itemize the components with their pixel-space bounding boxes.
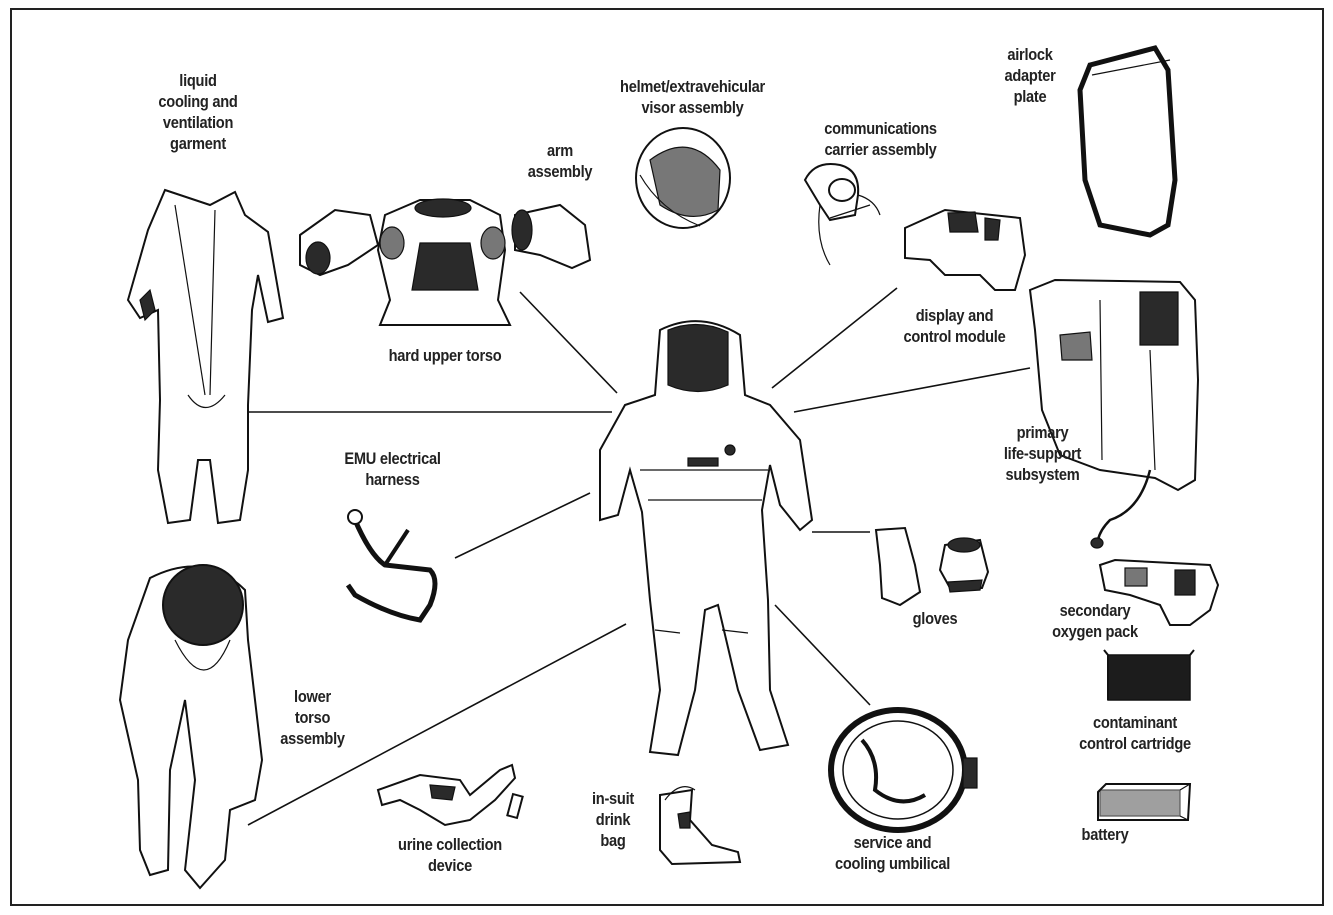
label-dcm: display and control module	[901, 305, 1009, 347]
label-lta: lower torso assembly	[276, 686, 349, 749]
label-arm-assembly: arm assembly	[521, 140, 598, 182]
label-battery: battery	[1066, 824, 1143, 845]
umbilical-icon	[831, 710, 977, 830]
label-harness: EMU electrical harness	[339, 448, 447, 490]
drink-bag-icon	[660, 787, 740, 864]
leader-scu	[775, 605, 870, 705]
label-gloves: gloves	[905, 608, 965, 629]
airlock-plate-icon	[1080, 48, 1175, 235]
label-plss: primary life-support subsystem	[993, 422, 1092, 485]
leader-hut	[520, 292, 617, 393]
helmet-icon	[636, 128, 730, 228]
label-airlock: airlock adapter plate	[996, 44, 1065, 107]
leader-plss	[794, 368, 1030, 412]
electrical-harness-icon	[348, 510, 435, 620]
lcvg-garment-icon	[128, 190, 283, 523]
leader-harness	[455, 493, 590, 558]
leader-dcm	[772, 288, 897, 388]
contaminant-cartridge-icon	[1104, 650, 1194, 700]
label-urine-device: urine collection device	[377, 834, 523, 876]
gloves-icon	[876, 528, 988, 605]
lower-torso-icon	[120, 565, 262, 888]
label-lcvg: liquid cooling and ventilation garment	[138, 70, 258, 154]
hard-upper-torso-icon	[378, 199, 510, 325]
label-umbilical: service and cooling umbilical	[830, 832, 955, 874]
battery-icon	[1098, 784, 1190, 820]
spacesuit-icon	[600, 321, 812, 755]
label-comms: communications carrier assembly	[818, 118, 943, 160]
label-sop: secondary oxygen pack	[1039, 600, 1151, 642]
comms-cap-icon	[805, 164, 880, 265]
urine-device-icon	[378, 765, 523, 825]
plss-backpack-icon	[1030, 280, 1198, 548]
label-hard-upper-torso: hard upper torso	[381, 345, 510, 366]
display-control-module-icon	[905, 210, 1025, 290]
label-helmet: helmet/extravehicular visor assembly	[613, 76, 772, 118]
label-drink-bag: in-suit drink bag	[583, 788, 643, 851]
label-ccc: contaminant control cartridge	[1071, 712, 1200, 754]
